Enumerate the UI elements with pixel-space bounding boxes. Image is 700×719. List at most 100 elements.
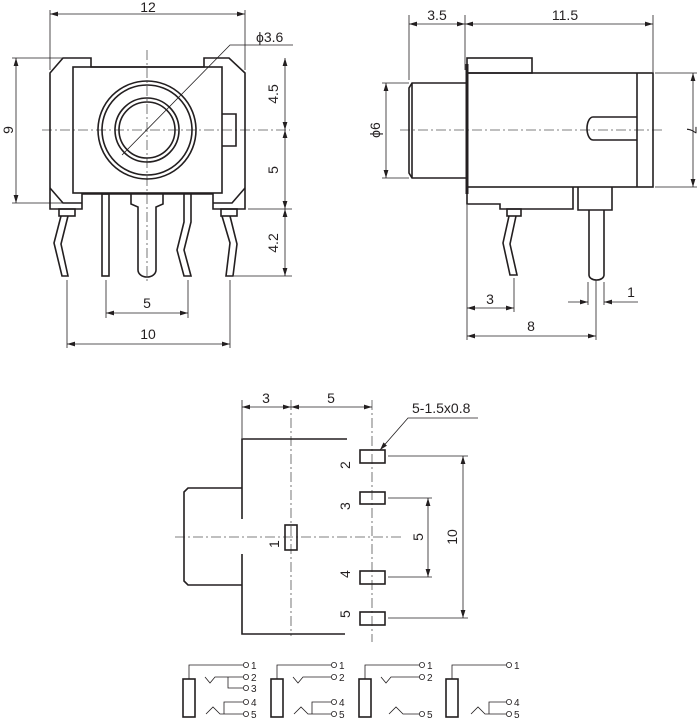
contact-2-line	[204, 676, 243, 689]
terminal-4-icon	[242, 699, 249, 706]
front-body-outline	[49, 57, 246, 210]
terminal-2-icon	[418, 674, 425, 681]
tip-line	[276, 664, 331, 679]
contact-2-line	[292, 676, 331, 684]
terminal-5-label: 5	[339, 710, 345, 719]
pin-width-label: 1	[627, 284, 635, 300]
tip-line	[188, 664, 243, 679]
hole-label: ϕ3.6	[256, 29, 284, 45]
width-label: 12	[140, 0, 156, 15]
schematic-3: 12 5	[358, 661, 433, 719]
plug-symbol	[445, 678, 459, 718]
side-pin-tab	[506, 208, 522, 217]
terminal-2-icon	[242, 674, 249, 681]
inner-pitch-label: 5	[410, 533, 426, 541]
terminal-2-label: 2	[427, 673, 433, 684]
terminal-5-icon	[505, 711, 512, 718]
terminal-4-icon	[505, 699, 512, 706]
footprint-barrel	[183, 487, 242, 586]
pin-offset-label: 3	[486, 291, 494, 307]
terminal-4-label: 4	[251, 698, 257, 709]
pad-2-label: 2	[337, 461, 353, 469]
terminal-5-label: 5	[514, 710, 520, 719]
schematic-4: 145	[445, 661, 520, 719]
pin-center	[130, 194, 164, 278]
barrel-diameter-label: ϕ6	[367, 122, 383, 138]
outer-pitch-label: 10	[444, 529, 460, 545]
contact-5-line	[388, 706, 419, 715]
terminal-4-icon	[330, 699, 337, 706]
plug-symbol	[270, 678, 284, 718]
pin-right-inner	[176, 194, 193, 277]
pin-right-bent	[221, 215, 238, 277]
jack-hole-rim	[114, 97, 180, 163]
pad-5	[359, 611, 386, 626]
barrel	[408, 82, 467, 179]
terminal-1-label: 1	[251, 661, 257, 672]
pcb-footprint: 3 5 1 2 3 4 5 10 5 5-1.5x0.8	[175, 390, 478, 642]
offset-b-label: 5	[327, 390, 335, 406]
terminal-1-icon	[418, 662, 425, 669]
terminal-3-icon	[242, 685, 249, 692]
schematic-1: 123 45	[182, 661, 257, 719]
contact-5-line	[293, 701, 331, 715]
terminal-1-icon	[330, 662, 337, 669]
jack-hole	[118, 101, 176, 159]
terminal-1-label: 1	[339, 661, 345, 672]
front-view: 12 9 ϕ3.6 4.5 5 4.2 5 10	[0, 0, 293, 348]
terminal-5-label: 5	[427, 710, 433, 719]
pad-5-label: 5	[337, 610, 353, 618]
pin-tab-left	[58, 208, 76, 217]
tip-line	[364, 664, 419, 679]
outer-ring	[97, 80, 197, 180]
hole-leader	[121, 44, 293, 156]
body-bottom	[466, 187, 613, 211]
pad-1	[284, 524, 298, 551]
schematic-2: 12 45	[270, 661, 345, 719]
pin-left-inner	[101, 193, 110, 277]
barrel-length-label: 3.5	[427, 7, 447, 23]
terminal-1-icon	[242, 662, 249, 669]
terminal-2-label: 2	[251, 673, 257, 684]
terminal-2-label: 2	[339, 673, 345, 684]
pin-tab-right	[220, 208, 238, 217]
contact-2-line	[380, 676, 419, 684]
terminal-5-icon	[242, 711, 249, 718]
terminal-5-icon	[330, 711, 337, 718]
pad-spec-label: 5-1.5x0.8	[412, 400, 471, 416]
body-length-label: 11.5	[552, 7, 578, 23]
body-chamfers	[49, 187, 246, 204]
inner-pitch-label: 5	[143, 295, 151, 311]
pad-spec-leader	[379, 417, 478, 451]
footprint-outline	[241, 438, 347, 635]
plug-symbol	[358, 678, 372, 718]
contact-5-line	[205, 701, 243, 715]
terminal-2-icon	[330, 674, 337, 681]
terminal-5-label: 5	[251, 710, 257, 719]
terminal-4-label: 4	[339, 698, 345, 709]
front-body	[72, 66, 223, 194]
terminal-3-label: 3	[251, 684, 257, 695]
outer-ring-inner	[101, 84, 193, 176]
rear-pin-offset-label: 8	[527, 318, 535, 334]
tip-line	[451, 664, 506, 679]
terminal-5-icon	[418, 711, 425, 718]
terminal-4-label: 4	[514, 698, 520, 709]
contact-5-line	[470, 701, 506, 715]
rear-pin	[588, 210, 605, 281]
top-tab	[466, 57, 533, 74]
pin-left-bent	[53, 215, 69, 277]
plug-symbol	[182, 678, 196, 718]
pad-4	[359, 570, 386, 585]
terminal-1-label: 1	[427, 661, 433, 672]
side-view: 3.5 11.5 ϕ6 7 3 8 1	[367, 7, 700, 340]
pin-length-label: 4.2	[265, 233, 281, 253]
outer-pitch-label: 10	[140, 326, 156, 342]
upper-label: 4.5	[265, 84, 281, 104]
pad-4-label: 4	[337, 570, 353, 578]
height-label: 9	[0, 126, 16, 134]
side-pin-bent	[502, 215, 519, 276]
pad-3-label: 3	[337, 502, 353, 510]
lower-label: 5	[265, 166, 281, 174]
